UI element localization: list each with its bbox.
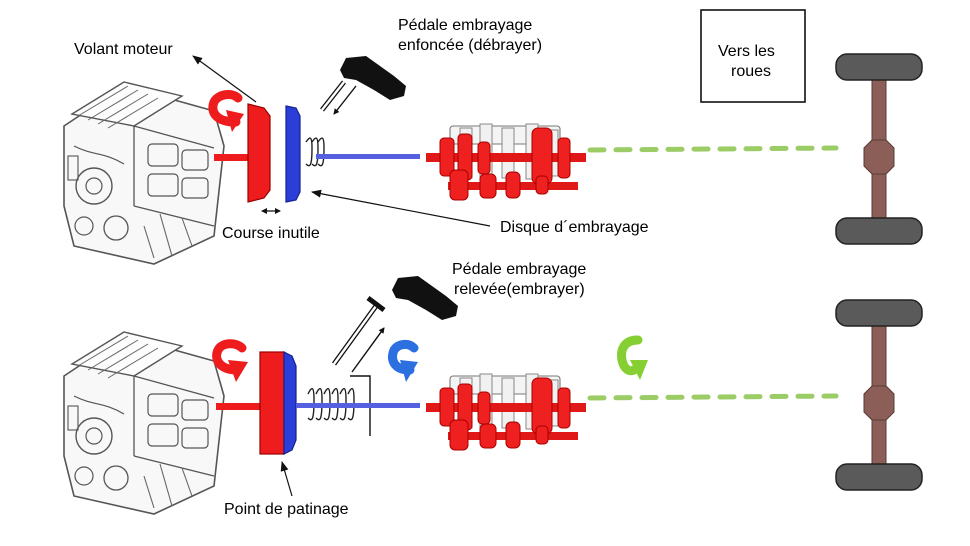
engine-shaft-bottom: [216, 403, 262, 410]
label-pedale-relevee-1: Pédale embrayage: [452, 261, 586, 278]
engine-shaft-top: [214, 154, 250, 161]
label-disque-embrayage: Disque d´embrayage: [500, 219, 649, 236]
label-pedale-relevee-2: relevée(embrayer): [454, 281, 585, 298]
label-course-inutile: Course inutile: [222, 225, 320, 242]
wheel-axle-top: [835, 53, 923, 245]
drive-line-top: [587, 145, 839, 153]
wheel-axle-bottom: [835, 299, 923, 491]
flywheel-top: [247, 103, 271, 203]
engine-block-bottom: [63, 331, 225, 515]
input-shaft-bottom: [296, 403, 420, 408]
input-shaft-top: [316, 154, 420, 159]
wheel-rotation-arrow: [617, 335, 648, 380]
release-bracket: [350, 375, 371, 436]
pedal-plunger-top: [320, 80, 357, 115]
label-pedale-enfoncee-2: enfoncée (débrayer): [398, 37, 542, 54]
label-pedale-enfoncee-1: Pédale embrayage: [398, 17, 532, 34]
foot-on-pedal-icon-bottom: [392, 276, 458, 320]
flywheel-bottom: [259, 351, 285, 455]
gearbox-bottom: [425, 373, 587, 451]
label-point-de-patinage: Point de patinage: [224, 501, 349, 518]
disc-pointer: [311, 189, 491, 227]
engine-rotation-arrow-top: [208, 90, 244, 132]
slip-point-pointer: [280, 461, 293, 497]
pedal-plunger-bottom: [331, 296, 386, 373]
drive-line-bottom: [587, 393, 839, 401]
wheels-box: [700, 9, 806, 103]
shaft-rotation-arrow: [388, 339, 419, 382]
spring-top: [305, 137, 325, 167]
clutch-disc-top: [285, 105, 301, 203]
label-volant-moteur: Volant moteur: [74, 41, 173, 58]
label-vers-les-roues-1: Vers les: [718, 43, 775, 60]
spring-bottom: [307, 387, 355, 421]
label-vers-les-roues-2: roues: [731, 63, 771, 80]
flywheel-pointer: [192, 55, 257, 103]
engine-block-top: [63, 81, 225, 265]
engine-rotation-arrow-bottom: [212, 339, 248, 382]
clutch-disc-bottom: [283, 351, 297, 455]
gearbox-top: [425, 123, 587, 201]
